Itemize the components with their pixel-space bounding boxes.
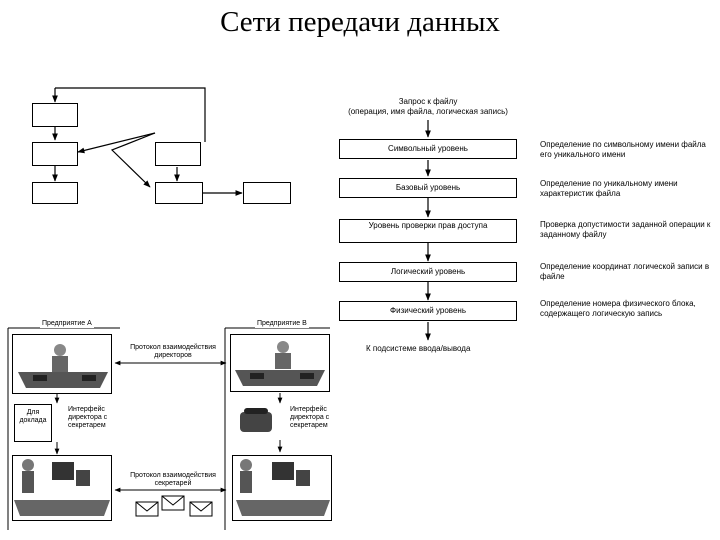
desc-symbolic: Определение по символьному имени файла е…: [540, 140, 706, 159]
desc-logical: Определение координат логической записи …: [540, 262, 710, 281]
enterprise-b-label: Предприятие В: [255, 320, 309, 328]
level-logical: Логический уровень: [339, 262, 517, 282]
network-lines: [52, 87, 243, 196]
desc-base: Определение по уникальному имени характе…: [540, 179, 678, 198]
network-node: [155, 142, 201, 166]
secretaries-protocol-label: Протокол взаимодействия секретарей: [130, 472, 216, 487]
page-title: Сети передачи данных: [220, 6, 500, 38]
network-node: [32, 103, 78, 127]
network-node: [155, 182, 203, 204]
network-node: [243, 182, 291, 204]
level-symbolic: Символьный уровень: [339, 139, 517, 159]
secretary-b-panel: [232, 455, 332, 521]
secretary-b-illustration: [236, 459, 330, 516]
interface-a-label: Интерфейс директора с секретарем: [68, 406, 108, 429]
io-subsystem-label: К подсистеме ввода/вывода: [366, 344, 471, 353]
telephone-icon: [240, 408, 272, 432]
for-report-box: Для доклада: [14, 404, 52, 442]
level-physical: Физический уровень: [339, 301, 517, 321]
desc-access-check: Проверка допустимости заданной операции …: [540, 220, 711, 239]
desc-physical: Определение номера физического блока, со…: [540, 299, 696, 318]
network-node: [32, 142, 78, 166]
file-request-line1: Запрос к файлу: [398, 97, 458, 106]
file-request-label: Запрос к файлу (операция, имя файла, лог…: [330, 97, 526, 117]
directors-protocol-label: Протокол взаимодействия директоров: [130, 344, 216, 359]
secretary-a-illustration: [14, 459, 110, 516]
level-access-check: Уровень проверки прав доступа: [339, 219, 517, 243]
network-node: [32, 182, 78, 204]
level-base: Базовый уровень: [339, 178, 517, 198]
envelope-icons: [135, 495, 213, 517]
director-b-illustration: [235, 341, 325, 386]
director-b-panel: [230, 334, 330, 392]
director-a-illustration: [18, 344, 108, 388]
director-a-panel: [12, 334, 112, 394]
enterprise-lines: [7, 327, 330, 530]
interface-b-label: Интерфейс директора с секретарем: [290, 406, 330, 429]
secretary-a-panel: [12, 455, 112, 521]
enterprise-a-label: Предприятие А: [40, 320, 94, 328]
file-request-line2: (операция, имя файла, логическая запись): [348, 107, 508, 116]
